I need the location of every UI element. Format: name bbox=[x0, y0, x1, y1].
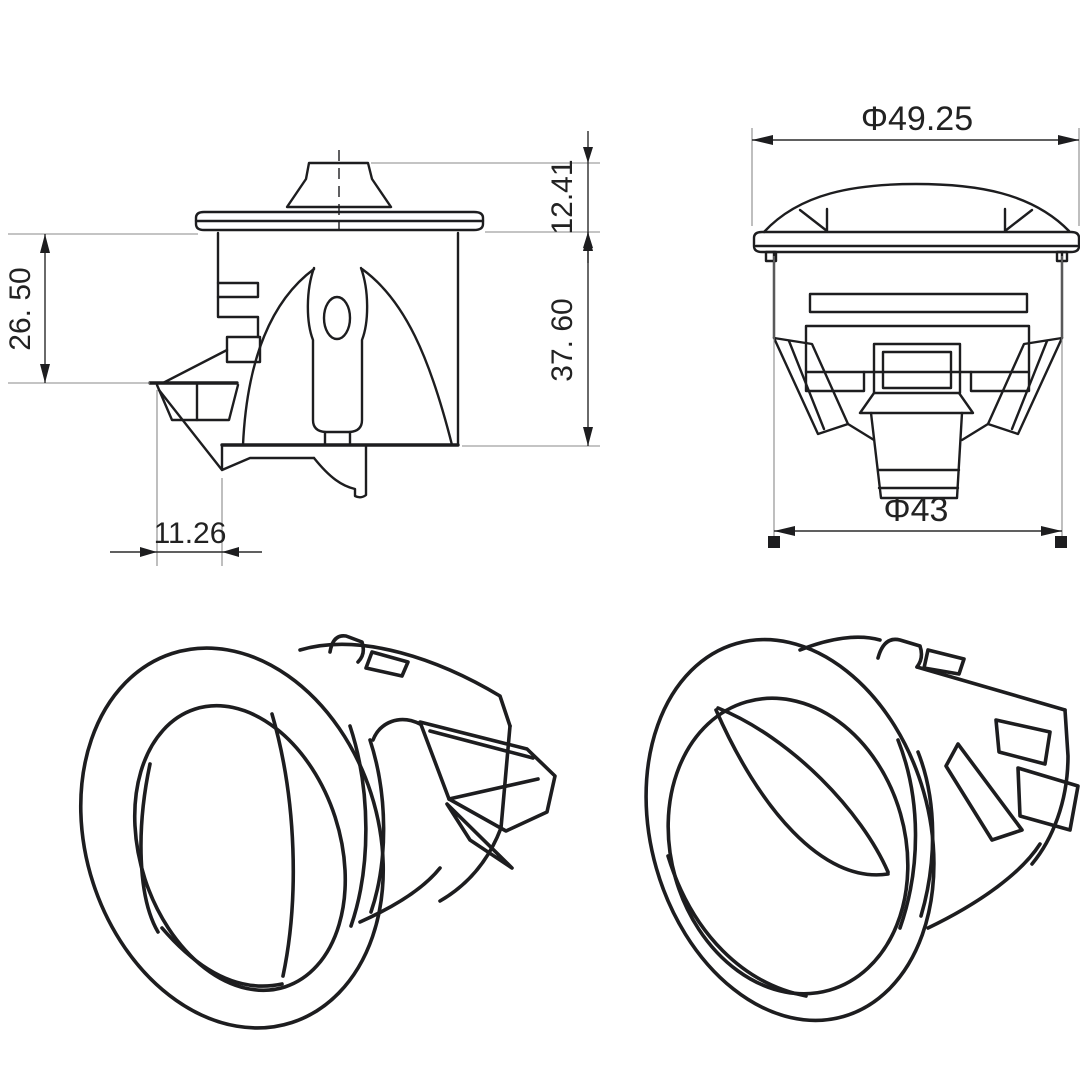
knob-outline bbox=[285, 161, 393, 209]
latch-arm bbox=[944, 742, 1024, 842]
barrel-groove-outer bbox=[896, 738, 918, 930]
body-left-edge bbox=[216, 231, 260, 339]
wing-brace-right bbox=[960, 422, 990, 442]
arrow-down-icon bbox=[40, 364, 50, 383]
wing-left-fold bbox=[787, 339, 826, 431]
knob-face bbox=[132, 703, 348, 993]
face-leaf-upper bbox=[716, 706, 890, 874]
wing-diagonal bbox=[157, 388, 316, 472]
dimension-label: 11.26 bbox=[154, 517, 227, 550]
dimension-body-height: 37. 60 bbox=[462, 232, 600, 447]
body-ridge bbox=[915, 665, 1067, 712]
latch-plate-lower bbox=[1016, 766, 1080, 832]
face-leaf-lower bbox=[714, 708, 890, 877]
center-button-inner bbox=[881, 350, 953, 390]
side-section-view bbox=[148, 150, 485, 499]
face-rim-bottom bbox=[666, 854, 808, 998]
arrow-up-icon bbox=[40, 234, 50, 253]
clip-wedge bbox=[364, 650, 410, 678]
arrow-down-icon bbox=[583, 427, 593, 446]
perspective-view-left bbox=[78, 634, 557, 1030]
bezel-ring-outer bbox=[644, 637, 936, 1023]
latch-wedge-lines bbox=[428, 729, 540, 801]
front-view bbox=[752, 182, 1080, 500]
barrel-underside bbox=[358, 866, 442, 924]
body-mid-plate bbox=[804, 324, 1031, 374]
dimension-label: Φ49.25 bbox=[861, 100, 973, 138]
side-tab-upper bbox=[216, 281, 260, 299]
wing-body bbox=[155, 383, 240, 422]
dimension-cap-height: 12.41 bbox=[371, 131, 600, 263]
dome-outline bbox=[762, 182, 1071, 234]
dimension-cap-diameter: Φ49.25 bbox=[751, 100, 1080, 226]
wing-right bbox=[986, 336, 1064, 436]
dimension-label: 26. 50 bbox=[4, 267, 37, 350]
bottom-hook bbox=[312, 443, 368, 499]
wing-left bbox=[772, 336, 850, 436]
dome-shoulder-left bbox=[798, 207, 829, 233]
arrow-left-icon bbox=[774, 526, 795, 536]
stem-outline bbox=[869, 411, 964, 500]
face-rim-left bbox=[139, 762, 160, 934]
barrel-groove-inner bbox=[368, 738, 386, 914]
dimension-label: Φ43 bbox=[884, 491, 949, 529]
wing-right-fold bbox=[1010, 339, 1049, 431]
arrow-left-icon bbox=[222, 547, 239, 557]
end-marker-right bbox=[1055, 536, 1067, 548]
channel-hole bbox=[322, 295, 352, 341]
channel-step-right bbox=[969, 370, 1031, 393]
flange-foot-left bbox=[764, 250, 778, 263]
face-rim-bottom bbox=[160, 926, 284, 988]
arrow-up-icon bbox=[583, 232, 593, 251]
dimension-upper-body-height: 26. 50 bbox=[4, 233, 198, 384]
stem-flare bbox=[858, 391, 975, 415]
channel-step-left bbox=[804, 370, 866, 393]
bezel-ring-outer bbox=[78, 646, 386, 1030]
wing-brace-left bbox=[846, 422, 876, 442]
barrel-underside bbox=[926, 842, 1042, 930]
arrow-left-icon bbox=[752, 135, 773, 145]
center-button-outer bbox=[872, 342, 962, 395]
clip-notch bbox=[328, 634, 366, 664]
latch-wedge bbox=[418, 720, 557, 833]
inner-dome-right-arc bbox=[360, 267, 454, 447]
latch-tooth bbox=[445, 802, 514, 870]
face-slot-curve bbox=[270, 712, 296, 978]
channel-neck bbox=[323, 430, 352, 447]
arrow-down-icon bbox=[583, 147, 593, 163]
dimension-label: 12.41 bbox=[546, 159, 579, 234]
dimension-wing-width: 11.26 bbox=[110, 390, 262, 566]
arrow-right-icon bbox=[140, 547, 157, 557]
dimension-body-diameter: Φ43 bbox=[768, 256, 1067, 548]
barrel-groove-inner bbox=[916, 750, 935, 918]
inner-dome-left-arc bbox=[241, 267, 316, 447]
cap-flange-outline bbox=[194, 210, 485, 232]
arrow-right-icon bbox=[1058, 135, 1079, 145]
perspective-view-right bbox=[644, 635, 1080, 1023]
clip-wedge bbox=[922, 648, 966, 676]
dimension-label: 37. 60 bbox=[546, 298, 579, 381]
barrel-groove-outer bbox=[348, 724, 368, 928]
body-top-edge bbox=[798, 635, 882, 652]
end-marker-left bbox=[768, 536, 780, 548]
body-top-edge bbox=[298, 642, 512, 728]
arrow-right-icon bbox=[1041, 526, 1062, 536]
latch-slot bbox=[808, 292, 1029, 314]
center-channel bbox=[306, 266, 369, 434]
body-back-edge bbox=[1030, 708, 1070, 866]
knob-face bbox=[666, 696, 910, 996]
latch-plate-upper bbox=[994, 718, 1052, 766]
side-tab-lower bbox=[225, 335, 262, 364]
cap-flange-outline bbox=[752, 230, 1080, 254]
dome-shoulder-right bbox=[1003, 207, 1034, 233]
barrel-bump bbox=[371, 717, 422, 742]
clip-notch bbox=[876, 637, 924, 669]
wing-support-line bbox=[161, 348, 229, 385]
